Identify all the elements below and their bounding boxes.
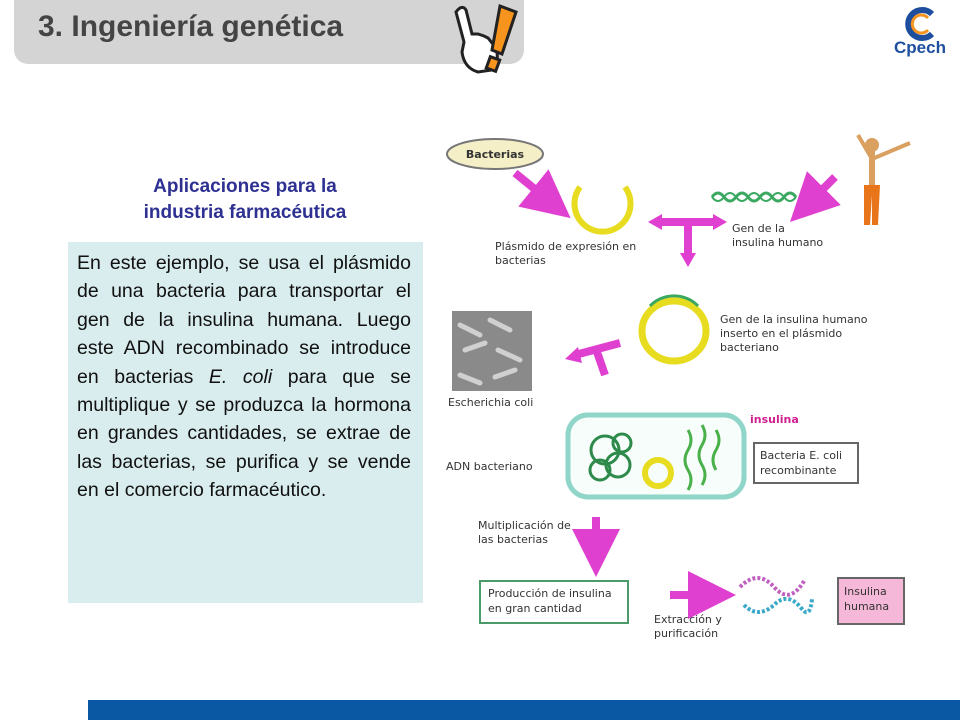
section-subtitle: Aplicaciones para la industria farmacéut… [143, 176, 347, 223]
body-italic-species: E. coli [208, 365, 273, 388]
gene-label-2: insulina humano [732, 236, 823, 249]
arrow-icon [790, 171, 841, 222]
cpech-logo: Cpech [888, 4, 952, 60]
slide-title: 3. Ingeniería genética [38, 10, 344, 43]
production-box [479, 580, 629, 624]
insert-label-2: inserto en el plásmido [720, 327, 842, 340]
bacterias-oval [446, 138, 544, 170]
insert-label-3: bacteriano [720, 341, 779, 354]
recombinant-box [753, 442, 859, 484]
pointing-hand-icon [454, 3, 518, 74]
bacterias-label: Bacterias [466, 148, 525, 161]
insulin-chain-icon [738, 576, 814, 615]
body-text-box: En este ejemplo, se usa el plásmido de u… [68, 242, 423, 603]
insert-label-1: Gen de la insulina humano [720, 313, 868, 326]
title-bar: 3. Ingeniería genética [14, 0, 524, 64]
human-insulin-label-1: Insulina [844, 585, 887, 598]
logo-mark-icon [905, 7, 935, 41]
extraction-label-1: Extracción y [654, 613, 722, 626]
multiplication-label-1: Multiplicación de [478, 519, 571, 532]
insert-arrow-icon [573, 339, 622, 377]
ecoli-label: Escherichia coli [448, 396, 533, 409]
arrow-icon [512, 169, 571, 219]
gene-label-1: Gen de la [732, 222, 785, 235]
recombinant-label-2: recombinante [760, 464, 837, 477]
recombinant-label-1: Bacteria E. coli [760, 449, 842, 462]
insulin-strands-icon [683, 424, 721, 491]
production-label-1: Producción de insulina [488, 587, 612, 600]
body-text: En este ejemplo, se usa el plásmido de u… [77, 252, 411, 388]
footer-bar [88, 700, 960, 720]
multiplication-label-2: las bacterias [478, 533, 548, 546]
dna-helix-icon [710, 191, 798, 203]
logo-text: Cpech [894, 38, 946, 57]
insulin-production-diagram: Bacterias Plásmido de expresión en bacte… [446, 133, 911, 640]
open-plasmid-icon [571, 185, 634, 235]
bacterial-dna-label: ADN bacteriano [446, 460, 533, 473]
extraction-label-2: purificación [654, 627, 718, 640]
bacterial-dna-icon [588, 432, 633, 482]
insulin-label: insulina [750, 413, 799, 426]
body-text-continued: para que se multiplique y se produzca la… [77, 365, 411, 502]
human-insulin-label-2: humana [844, 600, 889, 613]
human-figure-icon [856, 133, 911, 225]
plasmid-label-1: Plásmido de expresión en [495, 240, 636, 253]
recombinant-plasmid-icon [638, 297, 710, 365]
plasmid-label-2: bacterias [495, 254, 546, 267]
plasmid-in-cell-icon [642, 457, 674, 489]
merge-arrow-icon [655, 218, 720, 255]
production-label-2: en gran cantidad [488, 602, 582, 615]
human-insulin-box [837, 577, 905, 625]
